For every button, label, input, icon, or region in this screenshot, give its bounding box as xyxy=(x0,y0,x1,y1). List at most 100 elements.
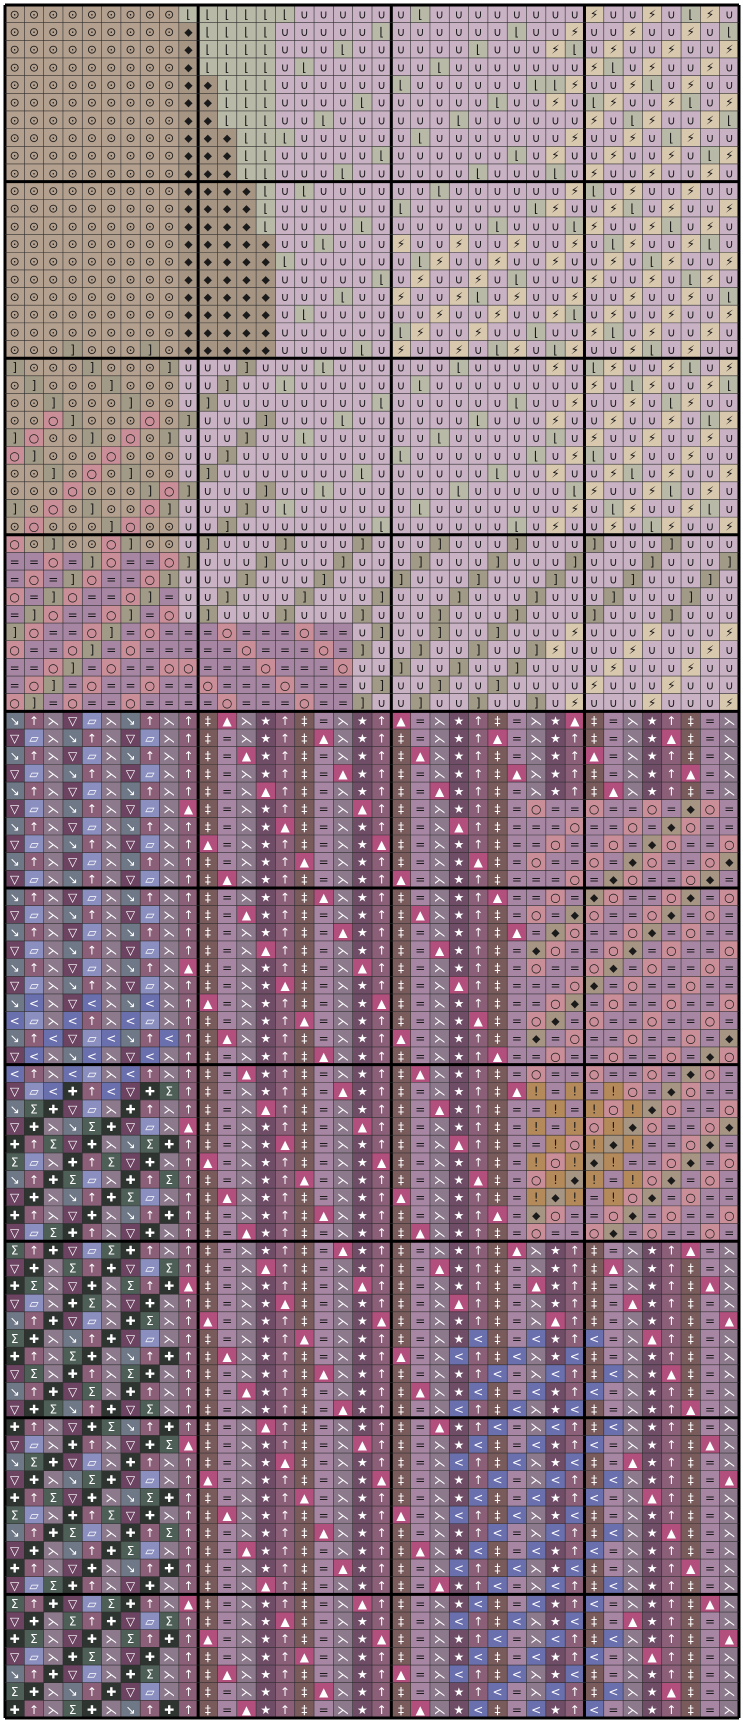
stitch-symbol-plum: ↑ xyxy=(87,943,97,957)
stitch-symbol-white: ★ xyxy=(357,1155,368,1169)
stitch-symbol-plum: ↑ xyxy=(377,802,387,816)
stitch-symbol-mauve: = xyxy=(106,696,116,710)
stitch-symbol-lilac: ∪ xyxy=(377,7,386,21)
stitch-symbol-grayPurp: ⋋ xyxy=(240,731,252,745)
stitch-symbol-rose: ○ xyxy=(125,696,135,710)
stitch-symbol-lilac: ∪ xyxy=(512,626,521,640)
stitch-symbol-lilac: ∪ xyxy=(590,414,599,428)
stitch-symbol-sage: ⌊ xyxy=(418,131,423,145)
stitch-symbol-plum: ↑ xyxy=(377,1138,387,1152)
stitch-symbol-sage: ⌊ xyxy=(437,60,442,74)
stitch-symbol-tan: ⊙ xyxy=(126,378,136,392)
stitch-symbol-sage: ⌊ xyxy=(205,25,210,39)
stitch-symbol-plum: ↑ xyxy=(145,961,155,975)
stitch-symbol-lilac: ∪ xyxy=(686,608,695,622)
stitch-symbol-tanDark: ⬥ xyxy=(223,272,232,286)
stitch-symbol-mauve: = xyxy=(512,908,522,922)
stitch-symbol-cream: ⚡ xyxy=(686,237,694,251)
stitch-symbol-mauve: = xyxy=(415,996,425,1010)
stitch-symbol-grayPurp: ⋋ xyxy=(337,820,349,834)
stitch-symbol-lilac: ∪ xyxy=(319,78,328,92)
stitch-symbol-tanDark: ⬥ xyxy=(204,166,213,180)
stitch-symbol-slate: ↘ xyxy=(68,731,78,745)
stitch-symbol-lilac: ∪ xyxy=(261,396,270,410)
stitch-symbol-cream: ⚡ xyxy=(571,626,579,640)
stitch-symbol-plumDark: ▽ xyxy=(10,1120,20,1134)
stitch-symbol-sage: ⌊ xyxy=(244,25,249,39)
stitch-symbol-grayPurp: ⋋ xyxy=(47,855,59,869)
stitch-symbol-lilac: ∪ xyxy=(609,555,618,569)
stitch-symbol-lilac: ∪ xyxy=(493,608,502,622)
stitch-symbol-tanDark: ⬥ xyxy=(223,202,232,216)
stitch-symbol-olive: ] xyxy=(32,608,37,622)
stitch-symbol-mauve: = xyxy=(48,643,58,657)
stitch-symbol-pink: ▲ xyxy=(203,1155,213,1169)
stitch-symbol-cream: ⚡ xyxy=(551,202,559,216)
stitch-symbol-mauve: = xyxy=(647,1138,657,1152)
stitch-symbol-tanDark: ⬥ xyxy=(184,184,193,198)
stitch-symbol-plumDark: ▽ xyxy=(10,802,20,816)
stitch-symbol-grayPurp: ⋋ xyxy=(163,890,175,904)
stitch-symbol-lilac: ∪ xyxy=(725,166,734,180)
stitch-symbol-lilac: ∪ xyxy=(300,219,309,233)
stitch-symbol-lilac: ∪ xyxy=(223,502,232,516)
stitch-symbol-grayPurp: ⋋ xyxy=(105,802,117,816)
stitch-symbol-mauve: = xyxy=(724,1138,734,1152)
stitch-symbol-tanDark: ⬥ xyxy=(184,290,193,304)
stitch-symbol-brown: ‡ xyxy=(301,749,307,763)
stitch-symbol-lilac: ∪ xyxy=(512,361,521,375)
stitch-symbol-slate: ↘ xyxy=(126,961,136,975)
stitch-symbol-tan: ⊙ xyxy=(106,25,116,39)
stitch-symbol-tanDark: ⬥ xyxy=(223,166,232,180)
stitch-symbol-lilac: ∪ xyxy=(339,184,348,198)
stitch-symbol-cream: ⚡ xyxy=(590,678,598,692)
stitch-symbol-sage: ⌊ xyxy=(283,378,288,392)
stitch-symbol-sage: ⌊ xyxy=(341,43,346,57)
stitch-symbol-plum: ↑ xyxy=(280,1067,290,1081)
stitch-symbol-olive: ] xyxy=(399,661,404,675)
stitch-symbol-tan: ⊙ xyxy=(10,378,20,392)
stitch-symbol-lilac: ∪ xyxy=(628,166,637,180)
stitch-symbol-grayPurp: ⋋ xyxy=(47,714,59,728)
stitch-symbol-lilac: ∪ xyxy=(570,272,579,286)
stitch-symbol-plum: ↑ xyxy=(473,749,483,763)
stitch-symbol-tan: ⊙ xyxy=(106,414,116,428)
stitch-symbol-tanDark: ⬥ xyxy=(551,1014,560,1028)
stitch-symbol-sage: ⌊ xyxy=(244,7,249,21)
stitch-symbol-olive: ] xyxy=(669,608,674,622)
stitch-symbol-mauve: = xyxy=(705,784,715,798)
stitch-symbol-lilac: ∪ xyxy=(667,643,676,657)
stitch-symbol-sage: ⌊ xyxy=(515,149,520,163)
stitch-symbol-lilac: ∪ xyxy=(532,484,541,498)
stitch-symbol-grayPurp: ⋋ xyxy=(240,1049,252,1063)
stitch-symbol-lilac: ∪ xyxy=(416,361,425,375)
stitch-symbol-olive: ] xyxy=(244,573,249,587)
stitch-symbol-lilac: ∪ xyxy=(281,361,290,375)
stitch-symbol-lilac: ∪ xyxy=(319,219,328,233)
stitch-symbol-rose: ○ xyxy=(608,996,618,1010)
stitch-symbol-olive: ] xyxy=(688,590,693,604)
stitch-symbol-brown: ‡ xyxy=(398,1085,404,1099)
stitch-symbol-lilac: ∪ xyxy=(725,608,734,622)
stitch-symbol-tanDark: ⬥ xyxy=(204,184,213,198)
stitch-symbol-lilac: ∪ xyxy=(300,25,309,39)
stitch-symbol-lilac: ∪ xyxy=(319,96,328,110)
stitch-symbol-white: ★ xyxy=(260,926,271,940)
stitch-symbol-lilac: ∪ xyxy=(416,414,425,428)
stitch-symbol-lilac: ∪ xyxy=(532,272,541,286)
stitch-symbol-plum: ↑ xyxy=(473,1120,483,1134)
stitch-symbol-lilac: ∪ xyxy=(184,608,193,622)
stitch-symbol-mauve: = xyxy=(647,979,657,993)
stitch-symbol-lilac: ∪ xyxy=(281,573,290,587)
stitch-symbol-tan: ⊙ xyxy=(106,484,116,498)
stitch-symbol-lilac: ∪ xyxy=(435,219,444,233)
stitch-symbol-mauve: = xyxy=(647,996,657,1010)
stitch-symbol-rose: ○ xyxy=(87,678,97,692)
stitch-symbol-olive: ] xyxy=(457,661,462,675)
stitch-symbol-tan: ⊙ xyxy=(87,96,97,110)
stitch-symbol-rose: ○ xyxy=(29,678,39,692)
stitch-symbol-mauve: = xyxy=(222,820,232,834)
stitch-symbol-grayPurp: ⋋ xyxy=(47,1155,59,1169)
stitch-symbol-grayPurp: ⋋ xyxy=(240,714,252,728)
stitch-symbol-brown: ‡ xyxy=(205,908,211,922)
